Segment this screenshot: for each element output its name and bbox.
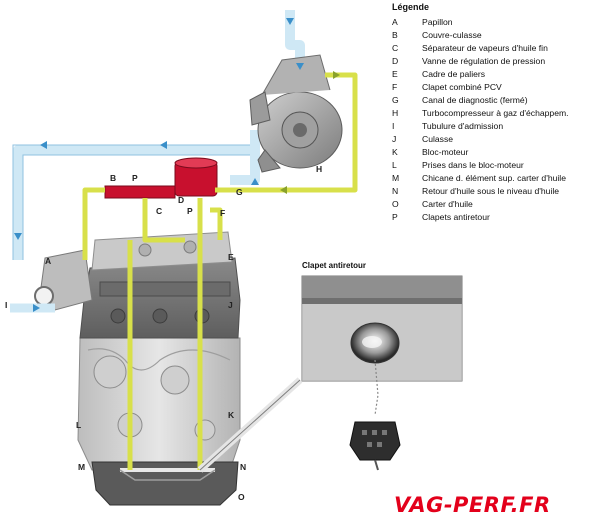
legend-key: A bbox=[392, 17, 398, 27]
air-flow-arrows bbox=[14, 18, 304, 312]
oil-separator bbox=[104, 157, 218, 199]
legend-item: A Papillon bbox=[392, 16, 588, 29]
legend-label: Couvre-culasse bbox=[422, 30, 482, 40]
label-n: N bbox=[240, 462, 247, 472]
legend-key: J bbox=[392, 134, 397, 144]
legend-label: Clapets antiretour bbox=[422, 212, 490, 222]
legend-key: C bbox=[392, 43, 399, 53]
legend-item: G Canal de diagnostic (fermé) bbox=[392, 94, 588, 107]
label-f: F bbox=[220, 208, 226, 218]
oil-pan bbox=[91, 461, 239, 506]
legend-key: B bbox=[392, 30, 398, 40]
legend-item: J Culasse bbox=[392, 133, 588, 146]
inset-callout bbox=[197, 377, 303, 473]
legend-item: L Prises dans le bloc-moteur bbox=[392, 159, 588, 172]
turbocharger bbox=[249, 54, 343, 173]
legend-item: I Tubulure d'admission bbox=[392, 120, 588, 133]
check-valve-inset bbox=[301, 275, 463, 471]
legend-key: M bbox=[392, 173, 400, 183]
legend-item: N Retour d'huile sous le niveau d'huile bbox=[392, 185, 588, 198]
legend-label: Cadre de paliers bbox=[422, 69, 486, 79]
blowby-arrows bbox=[280, 71, 340, 194]
legend-item: D Vanne de régulation de pression bbox=[392, 55, 588, 68]
label-p2: P bbox=[187, 206, 193, 216]
cylinder-head bbox=[79, 257, 241, 339]
legend-label: Tubulure d'admission bbox=[422, 121, 504, 131]
legend-label: Papillon bbox=[422, 17, 453, 27]
label-g: G bbox=[236, 187, 243, 197]
legend-label: Vanne de régulation de pression bbox=[422, 56, 546, 66]
label-l: L bbox=[76, 420, 82, 430]
legend-item: C Séparateur de vapeurs d'huile fin bbox=[392, 42, 588, 55]
label-k: K bbox=[228, 410, 235, 420]
legend-label: Chicane d. élément sup. carter d'huile bbox=[422, 173, 566, 183]
legend-key: O bbox=[392, 199, 399, 209]
legend-item: F Clapet combiné PCV bbox=[392, 81, 588, 94]
label-a: A bbox=[45, 256, 52, 266]
label-h: H bbox=[316, 164, 323, 174]
legend-label: Canal de diagnostic (fermé) bbox=[422, 95, 528, 105]
bearing-frame bbox=[91, 231, 233, 271]
legend-label: Prises dans le bloc-moteur bbox=[422, 160, 524, 170]
legend-key: N bbox=[392, 186, 399, 196]
label-m: M bbox=[78, 462, 86, 472]
legend-item: K Bloc-moteur bbox=[392, 146, 588, 159]
legend-label: Culasse bbox=[422, 134, 454, 144]
legend-item: E Cadre de paliers bbox=[392, 68, 588, 81]
label-c: C bbox=[156, 206, 163, 216]
legend-label: Bloc-moteur bbox=[422, 147, 469, 157]
fresh-air-duct bbox=[13, 10, 305, 260]
legend-key: F bbox=[392, 82, 398, 92]
legend-label: Carter d'huile bbox=[422, 199, 473, 209]
legend-key: I bbox=[392, 121, 395, 131]
label-o: O bbox=[238, 492, 245, 502]
label-b: B bbox=[110, 173, 117, 183]
legend-item: P Clapets antiretour bbox=[392, 211, 588, 224]
legend-item: H Turbocompresseur à gaz d'échappem. bbox=[392, 107, 588, 120]
legend-key: K bbox=[392, 147, 398, 157]
legend-item: O Carter d'huile bbox=[392, 198, 588, 211]
legend-item: M Chicane d. élément sup. carter d'huile bbox=[392, 172, 588, 185]
legend-key: E bbox=[392, 69, 398, 79]
label-j: J bbox=[228, 300, 233, 310]
legend-label: Clapet combiné PCV bbox=[422, 82, 502, 92]
legend-key: L bbox=[392, 160, 397, 170]
legend-key: H bbox=[392, 108, 399, 118]
label-p1: P bbox=[132, 173, 138, 183]
legend-label: Séparateur de vapeurs d'huile fin bbox=[422, 43, 548, 53]
legend-key: G bbox=[392, 95, 399, 105]
label-e: E bbox=[228, 252, 234, 262]
legend-key: D bbox=[392, 56, 399, 66]
engine-block bbox=[77, 337, 241, 471]
legend-key: P bbox=[392, 212, 398, 222]
legend-label: Retour d'huile sous le niveau d'huile bbox=[422, 186, 560, 196]
label-i: I bbox=[5, 300, 8, 310]
inset-title: Clapet antiretour bbox=[302, 261, 367, 270]
legend-label: Turbocompresseur à gaz d'échappem. bbox=[422, 108, 569, 118]
throttle-body bbox=[34, 249, 93, 311]
brand-logo: VAG-PERF.FR bbox=[394, 493, 551, 517]
fresh-air-duct-outline bbox=[12, 144, 250, 260]
legend-title: Légende bbox=[392, 2, 430, 12]
legend-item: B Couvre-culasse bbox=[392, 29, 588, 42]
label-d: D bbox=[178, 195, 185, 205]
